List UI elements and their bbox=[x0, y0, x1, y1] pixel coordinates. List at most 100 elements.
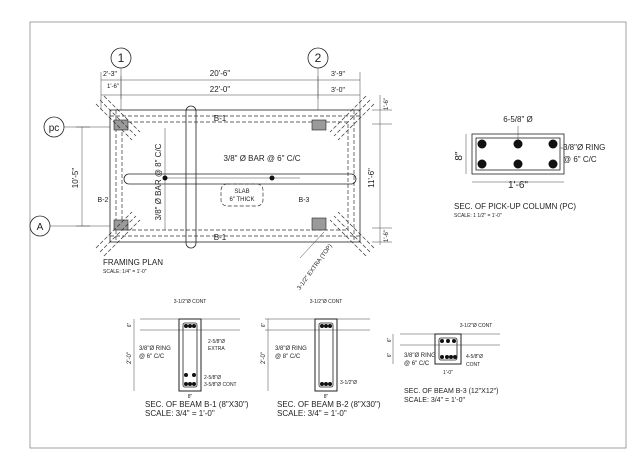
bar-intersection-left bbox=[162, 175, 168, 181]
corner-diagonal-bars bbox=[95, 95, 375, 257]
dim-right-bot: 1'-6" bbox=[384, 230, 390, 242]
beam-b1-ring-note: 3/8"Ø RING bbox=[139, 346, 171, 352]
beam-b1-scale: SCALE: 3/4" = 1'-0" bbox=[145, 409, 215, 418]
framing-plan-title: FRAMING PLAN bbox=[103, 258, 163, 267]
beam-label-left: B-2 bbox=[98, 197, 109, 204]
bar-intersection-right bbox=[269, 175, 275, 181]
bar-note-horizontal: 3/8" Ø BAR @ 6" C/C bbox=[224, 154, 301, 163]
beam-b3-title: SEC. OF BEAM B-3 (12"X12") bbox=[404, 388, 498, 395]
dim-top-right-a: 3'-9" bbox=[331, 71, 345, 78]
beam-b1-section: 3-1/2"Ø CONT 3/8"Ø RING @ 6" C/C 2-5/8"Ø… bbox=[127, 299, 249, 418]
framing-plan: 1 2 pc A 2'-3" 1'-6" 20'-6" bbox=[29, 47, 392, 291]
beam-b3-bot-b: CONT bbox=[466, 362, 480, 368]
svg-text:pc: pc bbox=[49, 123, 60, 134]
corner-column-tr bbox=[311, 119, 327, 131]
beam-b3-scale: SCALE: 3/4" = 1'-0" bbox=[404, 397, 465, 404]
grid-bubble-pc: pc bbox=[43, 116, 65, 138]
slab-outline bbox=[109, 109, 361, 243]
column-bar bbox=[477, 159, 487, 169]
svg-text:A: A bbox=[37, 222, 44, 233]
sheet-border bbox=[29, 21, 627, 449]
left-dimensions: 10'-5" bbox=[71, 126, 90, 227]
dim-left: 10'-5" bbox=[71, 168, 80, 189]
pickup-column-section: 6-5/8" Ø 3/8"Ø RING @ 6" C/C 8" 1'-6" SE… bbox=[454, 115, 605, 219]
extra-bar-note: 3-1/2" EXTRA (TOP) bbox=[297, 243, 334, 291]
beam-b1-extra-a: 2-5/8"Ø bbox=[208, 339, 225, 345]
beam-b2-outline bbox=[314, 318, 338, 392]
corner-column-bl bbox=[113, 219, 129, 231]
column-top-bar-note: 6-5/8" Ø bbox=[503, 115, 533, 124]
beam-b1-dim-width: 8" bbox=[188, 394, 193, 400]
beam-b3-dim-slab: 6" bbox=[387, 338, 393, 343]
column-ring-note: 3/8"Ø RING bbox=[563, 143, 605, 152]
column-scale: SCALE: 1 1/2" = 1'-0" bbox=[454, 213, 502, 219]
slab-tag-line1: SLAB bbox=[234, 189, 249, 195]
beam-b2-dim-slab: 6" bbox=[261, 323, 267, 328]
beam-b2-ring bbox=[318, 322, 334, 388]
beam-b2-scale: SCALE: 3/4" = 1'-0" bbox=[277, 409, 347, 418]
framing-plan-scale: SCALE: 1/4" = 1'-0" bbox=[103, 269, 147, 275]
beam-b3-ring-note: 3/8"Ø RING bbox=[404, 353, 436, 359]
beam-b1-dim-slab: 6" bbox=[127, 323, 133, 328]
beam-b3-ring-spacing: @ 6" C/C bbox=[404, 361, 430, 367]
beam-b2-dim-depth: 2'-0" bbox=[261, 352, 267, 364]
beam-b3-dim-depth: 6" bbox=[387, 353, 393, 358]
beam-label-right: B-3 bbox=[299, 197, 310, 204]
column-height-dim: 8" bbox=[454, 151, 465, 161]
corner-column-tl bbox=[113, 119, 129, 131]
beam-b1-title: SEC. OF BEAM B-1 (8"X30") bbox=[145, 400, 249, 409]
slab-tag-line2: 6" THICK bbox=[229, 197, 254, 203]
dim-top-left-b: 1'-6" bbox=[107, 84, 119, 90]
beam-b3-section: 3-1/2"Ø CONT 3/8"Ø RING @ 6" C/C 4-5/8"Ø… bbox=[387, 323, 500, 404]
beam-b2-section: 3-1/2"Ø CONT 3/8"Ø RING @ 8" C/C 3-1/2"Ø… bbox=[261, 299, 381, 418]
grid-bubble-a: A bbox=[29, 215, 51, 237]
grid-bubble-1: 1 bbox=[110, 47, 132, 69]
column-bar bbox=[548, 159, 558, 169]
bar-note-vertical: 3/8" Ø BAR @ 8" C/C bbox=[154, 143, 163, 220]
beam-b1-ring-spacing: @ 6" C/C bbox=[139, 354, 165, 360]
corner-column-br bbox=[311, 217, 327, 231]
beam-b2-dim-width: 8" bbox=[324, 394, 329, 400]
column-bar bbox=[548, 139, 558, 149]
beam-b3-bot-a: 4-5/8"Ø bbox=[466, 354, 483, 360]
svg-text:2: 2 bbox=[315, 51, 322, 65]
beam-b1-bot-b: 3-5/8"Ø CONT bbox=[204, 382, 237, 388]
column-bar bbox=[513, 139, 523, 149]
grid-bubble-2: 2 bbox=[307, 47, 329, 69]
column-ring-spacing: @ 6" C/C bbox=[563, 155, 597, 164]
dim-overall-upper: 20'-6" bbox=[210, 69, 231, 78]
beam-b1-extra-b: EXTRA bbox=[208, 346, 225, 352]
dim-top-right-b: 3'-0" bbox=[331, 87, 345, 94]
column-width-dim: 1'-6" bbox=[508, 180, 528, 191]
beam-b2-ring-spacing: @ 8" C/C bbox=[275, 354, 301, 360]
beam-b3-top-cont: 3-1/2"Ø CONT bbox=[460, 323, 493, 329]
dim-right-mid: 11'-6" bbox=[367, 168, 376, 188]
column-title: SEC. OF PICK-UP COLUMN (PC) bbox=[454, 202, 576, 211]
beam-label-bottom: B-1 bbox=[214, 233, 227, 242]
slab-tag bbox=[220, 183, 264, 207]
beam-inner-outline bbox=[121, 121, 349, 231]
beam-b2-ring-note: 3/8"Ø RING bbox=[275, 346, 307, 352]
dim-overall-lower: 22'-0" bbox=[210, 85, 231, 94]
vertical-bar-symbol bbox=[185, 105, 197, 249]
beam-b1-bot-a: 2-5/8"Ø bbox=[204, 375, 221, 381]
column-bar bbox=[513, 159, 523, 169]
top-dimensions: 2'-3" 1'-6" 20'-6" 22'-0" 3'-9" 3'-0" bbox=[100, 69, 361, 110]
dim-top-left-a: 2'-3" bbox=[103, 71, 117, 78]
dim-right-top: 1'-6" bbox=[384, 98, 390, 110]
beam-b1-outline bbox=[178, 318, 202, 392]
beam-b2-top-cont: 3-1/2"Ø CONT bbox=[310, 299, 343, 305]
beam-b3-ring bbox=[438, 337, 458, 361]
beam-b1-ring bbox=[182, 322, 198, 388]
beam-b2-bot: 3-1/2"Ø bbox=[340, 380, 357, 386]
beam-b1-dim-depth: 2'-0" bbox=[127, 352, 133, 364]
beam-b3-dim-width: 1'-0" bbox=[443, 370, 453, 376]
beam-b3-outline bbox=[434, 333, 462, 365]
beam-b1-top-cont: 3-1/2"Ø CONT bbox=[174, 299, 207, 305]
beam-b2-title: SEC. OF BEAM B-2 (8"X30") bbox=[277, 400, 381, 409]
svg-text:1: 1 bbox=[118, 51, 125, 65]
beam-label-top: B-1 bbox=[214, 114, 227, 123]
right-dimensions: 1'-6" 11'-6" 1'-6" bbox=[367, 95, 392, 245]
